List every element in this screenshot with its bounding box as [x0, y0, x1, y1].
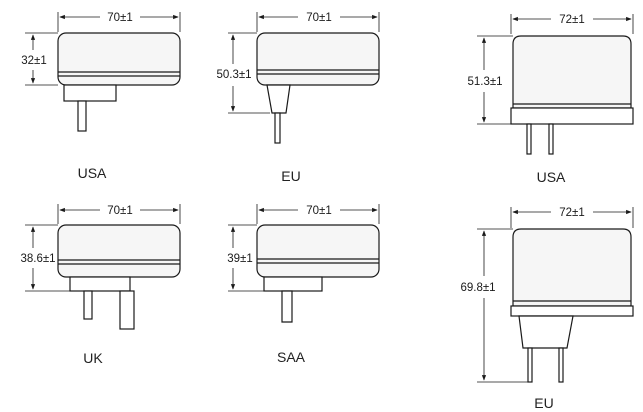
- eu-70-height-dim: 50.3±1: [216, 69, 251, 81]
- eu-72-height-dim: 69.8±1: [460, 282, 495, 294]
- saa-70-height-dim: 39±1: [227, 253, 253, 265]
- plug-label-eu-70: EU: [281, 168, 300, 184]
- usa-70-width-dim: 70±1: [107, 12, 133, 24]
- uk-70-height-dim: 38.6±1: [20, 253, 55, 265]
- plug-eu-70: [228, 12, 380, 144]
- plug-label-usa-70: USA: [78, 165, 107, 181]
- plug-label-usa-72: USA: [537, 169, 566, 185]
- plug-label-eu-72: EU: [534, 395, 553, 411]
- usa-72-width-dim: 72±1: [559, 14, 585, 26]
- uk-70-width-dim: 70±1: [107, 205, 133, 217]
- plug-uk-70: [25, 204, 181, 330]
- plug-saa-70: [228, 204, 380, 323]
- eu-70-width-dim: 70±1: [306, 12, 332, 24]
- usa-72-height-dim: 51.3±1: [467, 76, 502, 88]
- eu-72-width-dim: 72±1: [559, 207, 585, 219]
- plug-eu-72: [477, 207, 634, 383]
- plug-usa-72: [477, 14, 634, 155]
- plug-label-uk-70: UK: [83, 350, 103, 366]
- plug-usa-70: [25, 12, 181, 132]
- usa-70-height-dim: 32±1: [21, 55, 47, 67]
- saa-70-width-dim: 70±1: [306, 205, 332, 217]
- plug-label-saa-70: SAA: [277, 349, 306, 365]
